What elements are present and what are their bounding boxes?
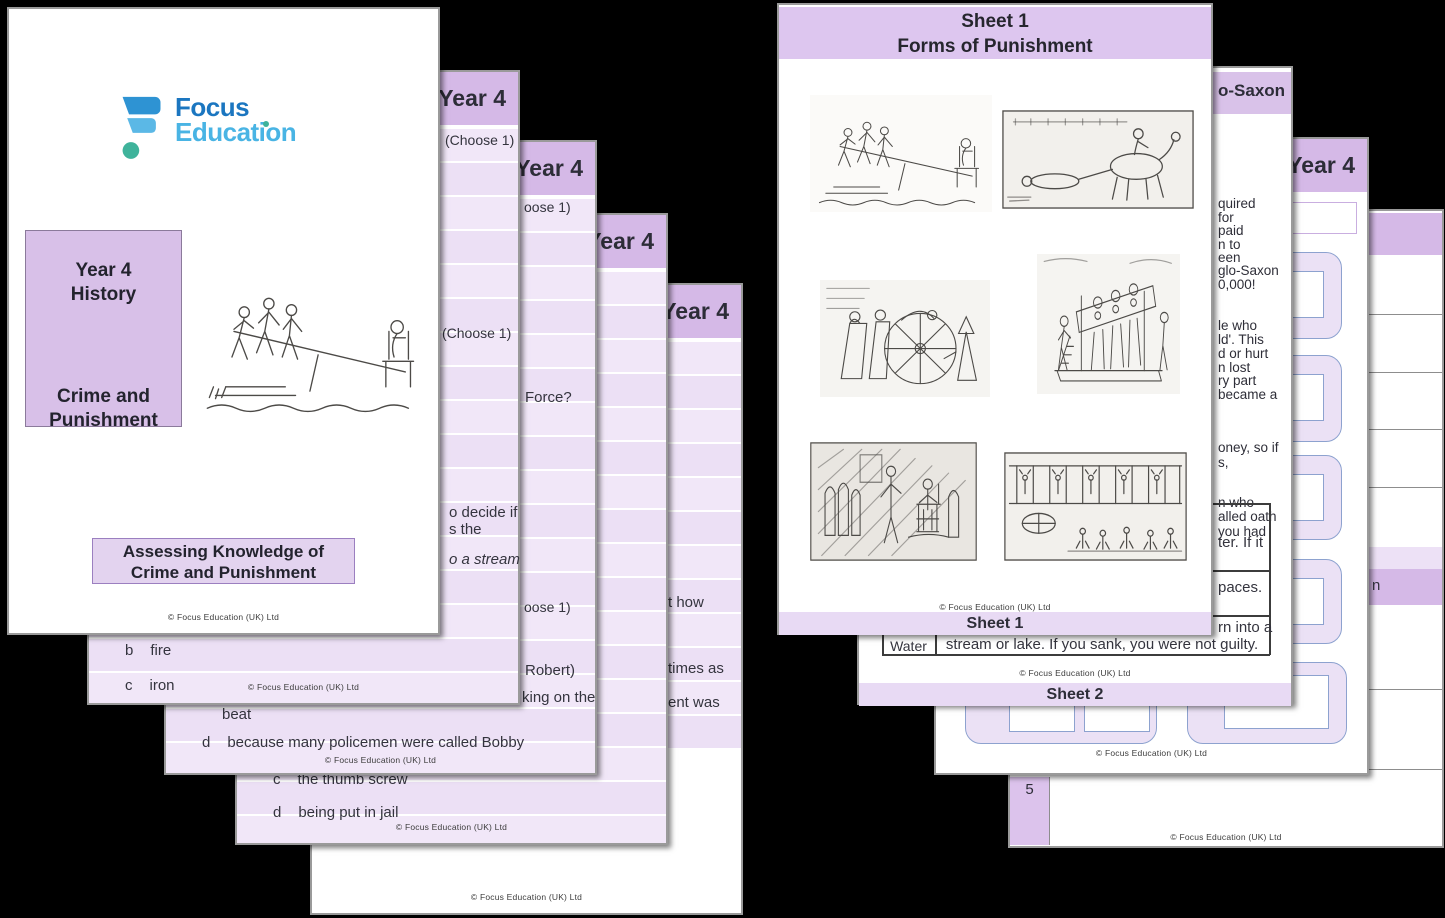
sheet1-page: Sheet 1 Forms of Punishment	[777, 3, 1213, 635]
text-fragment: king on the	[522, 689, 596, 706]
cover-page: Focus Education Year 4 History Crime and…	[7, 7, 440, 635]
title-box: Year 4 History Crime and Punishment	[25, 230, 182, 431]
text-fragment: (Choose 1)	[445, 132, 515, 148]
text-fragment: quired	[1218, 196, 1256, 211]
text-fragment: oose 1)	[524, 199, 571, 215]
copyright-footer: © Focus Education (UK) Ltd	[1019, 668, 1131, 678]
text-fragment: n	[1372, 577, 1381, 594]
text-fragment: s,	[1218, 455, 1229, 470]
text-fragment: le who	[1218, 318, 1258, 333]
text-fragment: s the	[449, 521, 482, 538]
copyright-footer: © Focus Education (UK) Ltd	[324, 755, 437, 765]
text-fragment: een	[1218, 250, 1241, 265]
text-fragment: 0,000!	[1218, 277, 1256, 292]
text-fragment: for	[1218, 210, 1234, 225]
electric-chair-image	[810, 442, 977, 561]
text-fragment: n who	[1218, 495, 1254, 510]
table-line	[1269, 503, 1271, 655]
copyright-footer: © Focus Education (UK) Ltd	[1170, 832, 1282, 842]
text-fragment: times as	[668, 660, 724, 677]
text-fragment: ld'. This	[1218, 332, 1264, 347]
sheet1-bottom-bar: Sheet 1	[779, 612, 1211, 635]
horse-drag-image	[1002, 110, 1194, 209]
assessing-knowledge-box: Assessing Knowledge of Crime and Punishm…	[92, 538, 355, 584]
question-number-cell: 5	[1010, 777, 1050, 845]
text-fragment: ry part	[1218, 373, 1257, 388]
table-cell-fragment: stream or lake. If you sank, you were no…	[945, 636, 1259, 653]
table-cell-fragment: ter. If it	[1218, 534, 1264, 551]
text-fragment: o a stream	[449, 551, 520, 568]
text-fragment: you had	[1218, 524, 1267, 539]
table-cell-fragment: rn into a	[1218, 619, 1273, 636]
answer-option: d being put in jail	[273, 804, 399, 821]
text-fragment: o decide if	[449, 504, 518, 521]
text-fragment: n lost	[1218, 360, 1251, 375]
copyright-footer: © Focus Education (UK) Ltd	[1095, 748, 1208, 758]
text-fragment: Force?	[525, 389, 572, 406]
text-fragment: oose 1)	[524, 599, 571, 615]
text-fragment: became a	[1218, 387, 1278, 402]
table-cell-fragment: paces.	[1218, 579, 1263, 596]
table-line	[882, 654, 1270, 656]
text-fragment: beat	[222, 706, 252, 723]
copyright-footer: © Focus Education (UK) Ltd	[167, 612, 280, 622]
logo-wordmark: Focus Education	[175, 92, 297, 147]
title-fragment: o-Saxon	[1218, 81, 1286, 100]
text-fragment: paid	[1218, 223, 1244, 238]
copyright-footer: © Focus Education (UK) Ltd	[395, 822, 508, 832]
text-fragment: ent was	[668, 694, 720, 711]
sheet1-header: Sheet 1 Forms of Punishment	[779, 7, 1211, 59]
text-fragment: oney, so if	[1218, 440, 1279, 455]
text-fragment: glo-Saxon	[1218, 263, 1279, 278]
text-fragment: n to	[1218, 237, 1241, 252]
prison-treadmill-image	[1004, 452, 1187, 561]
pillory-image	[1037, 254, 1180, 394]
text-fragment: alled oath	[1218, 509, 1277, 524]
ducking-stool-image	[810, 95, 992, 212]
sheet2-bottom-bar: Sheet 2	[859, 683, 1291, 706]
table-row-label: Water	[890, 638, 927, 654]
text-fragment: t how	[668, 594, 704, 611]
focus-education-logo: Focus Education	[119, 92, 297, 169]
copyright-footer: © Focus Education (UK) Ltd	[470, 892, 583, 902]
logo-f-icon	[122, 96, 161, 159]
copyright-footer: © Focus Education (UK) Ltd	[247, 682, 360, 692]
green-tittle-dot	[262, 121, 269, 127]
text-fragment: (Choose 1)	[442, 325, 512, 341]
breaking-wheel-image	[820, 280, 990, 397]
text-fragment: Robert)	[525, 662, 576, 679]
answer-option: c iron	[125, 677, 175, 694]
answer-option: b fire	[125, 642, 172, 659]
ducking-stool-image	[195, 261, 431, 421]
answer-option: d because many policemen were called Bob…	[202, 734, 525, 751]
copyright-footer: © Focus Education (UK) Ltd	[939, 602, 1051, 612]
text-fragment: d or hurt	[1218, 346, 1269, 361]
answer-option: c the thumb screw	[273, 771, 408, 788]
